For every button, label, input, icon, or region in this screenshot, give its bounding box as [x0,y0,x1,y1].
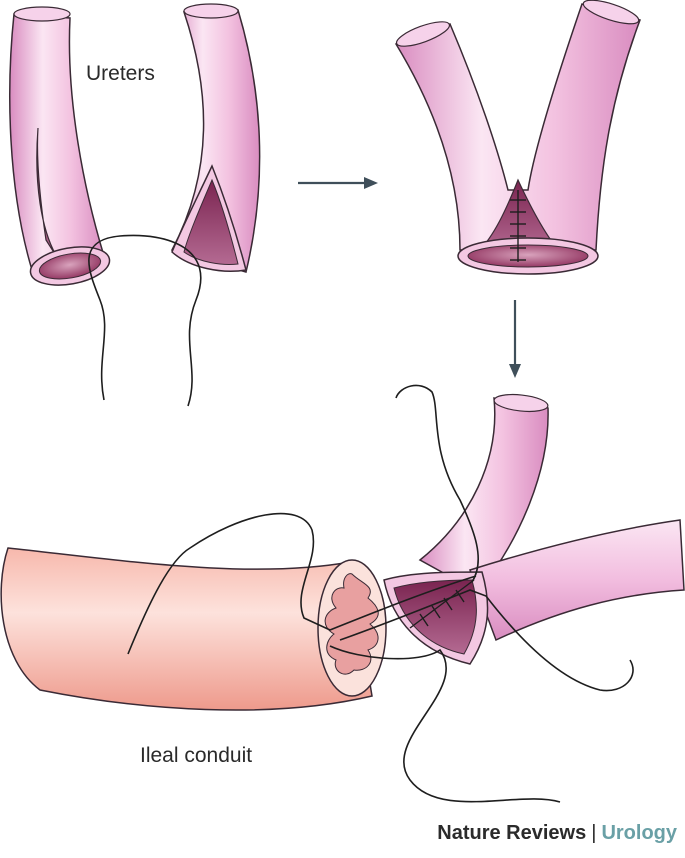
ileal-conduit-segment [0,547,387,711]
panel-joined-ureters [394,0,641,275]
stay-suture [88,234,202,407]
ileal-conduit-label: Ileal conduit [140,744,253,767]
publisher-name: Nature Reviews [437,822,587,844]
ureter-plate [383,393,685,665]
anastomosis-sutures [127,384,634,803]
left-ureter [9,6,111,286]
credit-separator: | [591,822,597,844]
arrow-right [298,177,378,189]
journal-name: Urology [601,822,677,844]
panel-separate-ureters [9,3,261,407]
journal-credit: Nature Reviews|Urology [437,822,677,845]
arrow-down [509,300,521,378]
right-ureter [170,3,261,273]
posterior-suture-line [510,190,526,262]
panel-ileal-anastomosis [0,384,685,803]
ureters-label: Ureters [86,62,155,85]
